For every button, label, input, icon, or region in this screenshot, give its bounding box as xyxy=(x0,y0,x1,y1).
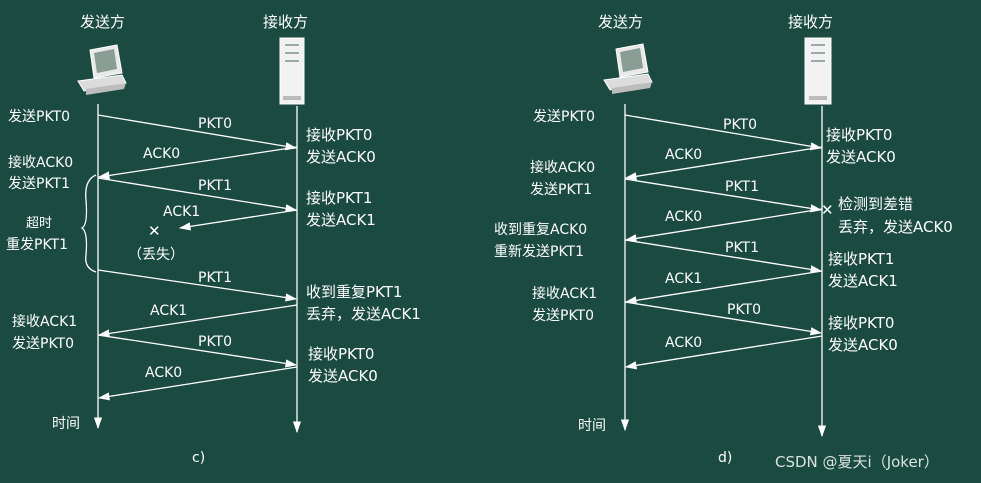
lost-label: （丢失） xyxy=(128,247,184,263)
receiver-event: 收到重复PKT1 xyxy=(306,283,402,301)
message-label: PKT0 xyxy=(198,334,232,350)
server-icon xyxy=(279,37,305,105)
message-arrow xyxy=(624,270,823,305)
receiver-event: 接收PKT1 xyxy=(828,250,894,268)
message-label: ACK1 xyxy=(665,271,702,287)
diagram-c: 发送方 接收方 ✕ （丢失） xyxy=(6,13,421,466)
sender-event: 发送PKT0 xyxy=(12,336,74,352)
message-label: PKT1 xyxy=(725,240,759,256)
receiver-title: 接收方 xyxy=(788,13,833,31)
message-label: ACK0 xyxy=(665,147,702,163)
sender-event: 重发PKT1 xyxy=(6,237,68,253)
message-arrow xyxy=(97,146,298,180)
server-icon xyxy=(804,37,832,105)
caption: d) xyxy=(718,450,732,466)
message-label: ACK1 xyxy=(163,204,200,220)
message-label: PKT1 xyxy=(725,179,759,195)
message-label: PKT0 xyxy=(727,302,761,318)
watermark: CSDN @夏天i（Joker） xyxy=(775,453,939,471)
message-arrow xyxy=(624,239,823,274)
diagram-d: 发送方 接收方 PKT0 ACK0 PKT1 ACK0 PKT1 AC xyxy=(494,13,953,466)
message-arrow xyxy=(97,269,298,302)
message-arrow xyxy=(624,301,823,336)
message-arrow xyxy=(97,177,298,213)
message-arrow xyxy=(97,114,298,151)
cross-icon: ✕ xyxy=(821,201,834,219)
message-arrow xyxy=(97,366,298,401)
receiver-event: 发送ACK1 xyxy=(828,272,898,290)
message-label: ACK0 xyxy=(665,209,702,225)
sender-event: 超时 xyxy=(26,216,52,231)
receiver-event: 检测到差错 xyxy=(838,195,913,213)
sender-event: 发送PKT0 xyxy=(532,308,594,324)
message-label: ACK0 xyxy=(143,146,180,162)
message-label: ACK0 xyxy=(145,365,182,381)
receiver-event: 发送ACK0 xyxy=(828,336,898,354)
sender-event: 接收ACK1 xyxy=(532,285,597,302)
sender-title: 发送方 xyxy=(80,13,125,31)
receiver-event: 发送ACK0 xyxy=(826,148,896,166)
receiver-event: 发送ACK1 xyxy=(306,211,376,229)
caption: c) xyxy=(192,450,205,466)
sender-event: 发送PKT0 xyxy=(8,109,70,125)
sender-event: 发送PKT1 xyxy=(8,176,70,192)
computer-icon xyxy=(603,43,653,94)
message-arrow xyxy=(624,208,823,243)
sender-event: 接收ACK0 xyxy=(8,154,73,171)
timeout-brace xyxy=(80,174,97,273)
time-label: 时间 xyxy=(578,418,606,434)
receiver-event: 接收PKT0 xyxy=(828,314,894,332)
message-arrow xyxy=(97,334,298,368)
message-label: ACK0 xyxy=(665,335,702,351)
receiver-event: 发送ACK0 xyxy=(308,367,378,385)
cross-icon: ✕ xyxy=(148,222,161,240)
computer-icon xyxy=(77,44,127,95)
sender-event: 接收ACK1 xyxy=(12,313,77,330)
receiver-event: 接收PKT0 xyxy=(306,126,372,144)
sender-event: 发送PKT0 xyxy=(533,109,595,125)
time-label: 时间 xyxy=(52,416,80,432)
receiver-title: 接收方 xyxy=(263,13,308,31)
receiver-event: 丢弃，发送ACK0 xyxy=(838,218,953,236)
message-arrow xyxy=(624,114,823,151)
message-label: PKT1 xyxy=(198,270,232,286)
sender-event: 重新发送PKT1 xyxy=(494,244,584,260)
sender-event: 发送PKT1 xyxy=(530,182,592,198)
receiver-event: 接收PKT0 xyxy=(308,345,374,363)
message-label: PKT0 xyxy=(723,117,757,133)
message-arrow xyxy=(97,304,298,338)
message-arrow xyxy=(624,146,823,181)
receiver-event: 接收PKT0 xyxy=(826,126,892,144)
sender-event: 收到重复ACK0 xyxy=(494,221,587,238)
message-arrow xyxy=(624,335,823,370)
message-label: ACK1 xyxy=(150,303,187,319)
receiver-event: 接收PKT1 xyxy=(306,189,372,207)
message-arrow xyxy=(624,178,823,213)
sender-event: 接收ACK0 xyxy=(530,159,595,176)
sender-title: 发送方 xyxy=(598,13,643,31)
message-label: PKT1 xyxy=(198,178,232,194)
receiver-event: 发送ACK0 xyxy=(306,148,376,166)
receiver-event: 丢弃，发送ACK1 xyxy=(306,305,421,323)
message-arrow xyxy=(178,209,298,231)
message-label: PKT0 xyxy=(198,116,232,132)
